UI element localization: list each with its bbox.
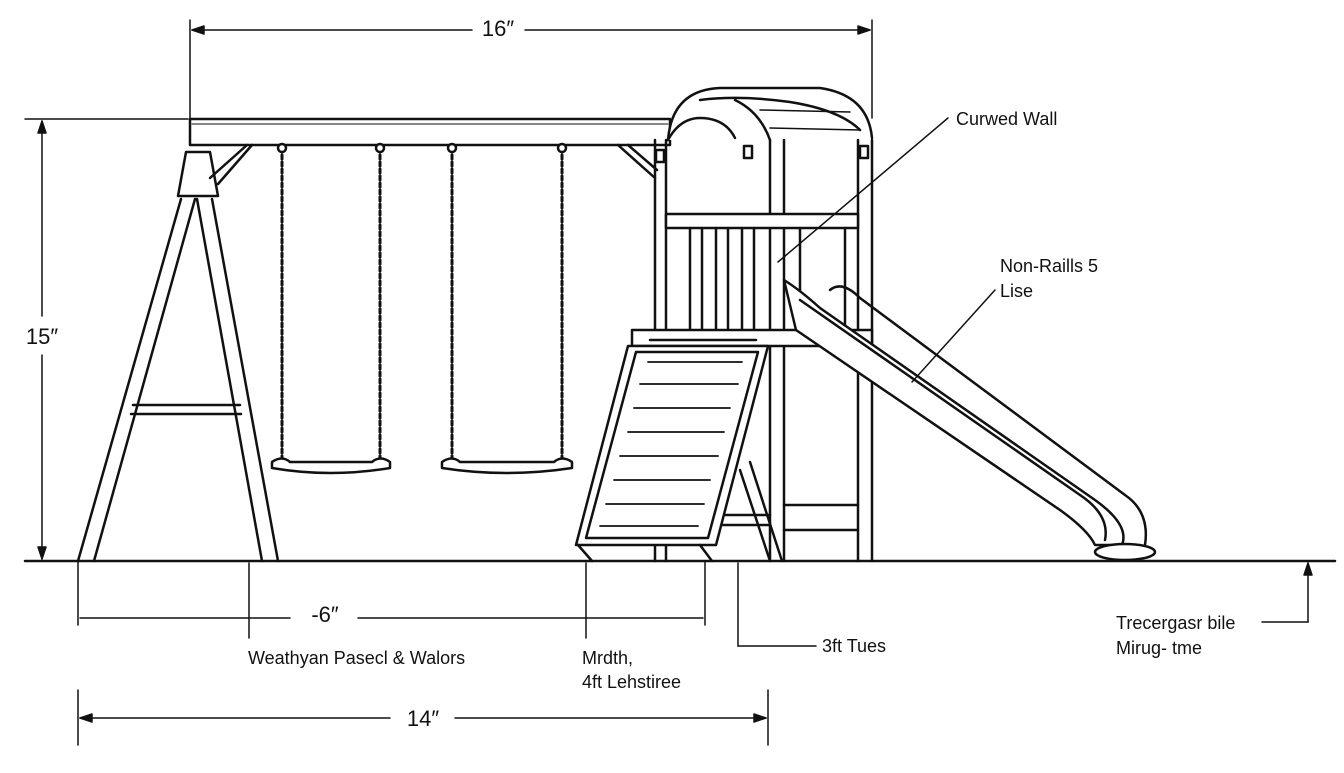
callout-mrdth-line2: 4ft Lehstiree	[582, 672, 681, 692]
climbing-holds	[599, 361, 743, 527]
swing-chains	[280, 146, 564, 460]
swing-seat-right	[440, 457, 574, 475]
callout-non-rails-line1: Non-Raills 5	[1000, 256, 1098, 276]
dim-top-width	[189, 19, 873, 119]
dim-height	[24, 118, 189, 560]
dim-top-width-label: 16″	[482, 16, 514, 41]
callout-trecer-line1: Trecergasr bile	[1116, 613, 1235, 633]
callout-mrdth-line1: Mrdth,	[582, 648, 633, 668]
top-beam	[188, 117, 672, 147]
swing-hooks	[276, 142, 568, 154]
callout-non-rails-line2: Lise	[1000, 281, 1033, 301]
callout-trecer-line2: Mirug- tme	[1116, 638, 1202, 658]
leader-lines	[248, 117, 1313, 647]
callout-weather-panel: Weathyan Pasecl & Walors	[248, 648, 465, 668]
dim-height-label: 15″	[26, 324, 58, 349]
climbing-wall	[574, 338, 784, 563]
dim-bottom-width	[77, 689, 769, 746]
swing-seat-left	[270, 457, 392, 475]
callout-curved-wall: Curwed Wall	[956, 109, 1057, 129]
dim-bottom-width-label: 14″	[407, 706, 439, 731]
a-frame	[76, 143, 280, 563]
slide	[782, 278, 1157, 562]
dim-swing-width-label: -6″	[311, 602, 339, 627]
callout-tues: 3ft Tues	[822, 636, 886, 656]
curved-wall	[654, 86, 874, 164]
dim-swing-width	[77, 560, 706, 626]
beam-brace	[616, 143, 659, 180]
